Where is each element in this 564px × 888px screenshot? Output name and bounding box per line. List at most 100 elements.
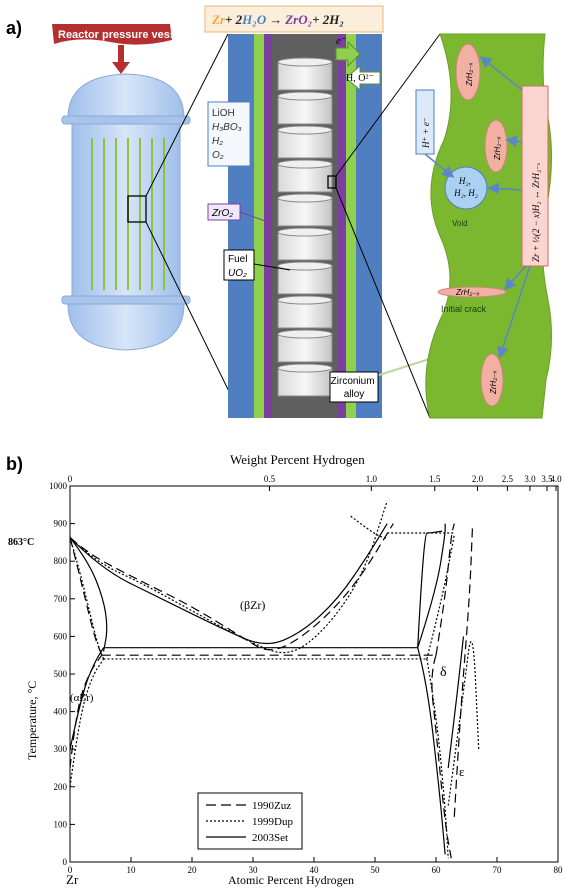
bottom-axis-title: Atomic Percent Hydrogen <box>228 873 354 887</box>
phase-boundary-1999Dup <box>426 534 455 660</box>
phase-boundary-2003Set <box>69 647 105 750</box>
y-axis-title: Temperature, °C <box>25 681 39 760</box>
x-tick-label: 40 <box>310 865 320 875</box>
zirconium-alloy-region <box>425 33 553 419</box>
hydrogen-oxygen-label: H, O²⁻ <box>346 73 374 84</box>
y-tick-label: 100 <box>54 819 68 829</box>
y-tick-label: 700 <box>54 594 68 604</box>
oxide-label: ZrO₂ <box>211 208 233 219</box>
zoom-box-cladding <box>327 175 337 189</box>
phase-boundary-2003Set <box>417 523 446 648</box>
y-tick-label: 600 <box>54 631 68 641</box>
svg-text:ZrH₂₋ₓ: ZrH₂₋ₓ <box>489 370 498 395</box>
phase-boundaries <box>69 500 480 859</box>
reaction-label: Zr + ½(2 − x)H₂ ↔ ZrH₂₋ₓ <box>531 162 541 262</box>
phase-boundary-2003Set <box>447 636 465 769</box>
top-tick-label: 3.0 <box>524 474 536 484</box>
hydride-top: ZrH₂₋ₓ <box>455 43 481 101</box>
y-tick-label: 0 <box>63 857 68 867</box>
fuel-pellet-top <box>277 363 333 373</box>
legend: 1990Zuz 1999Dup 2003Set <box>197 792 303 850</box>
reaction-arrows <box>479 56 531 359</box>
fuel-label: Fuel UO₂ <box>228 254 250 279</box>
phase-boundary-1999Dup <box>69 500 388 654</box>
phase-boundary-1999Dup <box>350 515 388 540</box>
panel-a-diagram: a) Reactor pressure vessel <box>6 5 553 419</box>
svg-text:ZrH₂₋ₓ: ZrH₂₋ₓ <box>455 288 480 297</box>
phase-boundary-2003Set <box>417 530 443 648</box>
void-bubble <box>444 166 488 210</box>
plot-frame <box>69 485 559 863</box>
fuel-pellet <box>277 333 333 363</box>
y-tick-label: 1000 <box>49 481 68 491</box>
legend-label-1990zuz: 1990Zuz <box>252 800 291 812</box>
phase-boundary-1990Zuz <box>435 523 455 656</box>
fuel-pellet <box>277 129 333 159</box>
phase-boundary-1990Zuz <box>69 523 394 651</box>
top-tick-label: 2.5 <box>502 474 514 484</box>
fuel-pellet <box>277 265 333 295</box>
coolant-chemistry: LiOH H₃BO₃ H₂ O₂ <box>212 108 244 161</box>
svg-text:ZrH₂₋ₓ: ZrH₂₋ₓ <box>493 136 502 161</box>
equation-box <box>204 5 384 33</box>
x-tick-label: 20 <box>188 865 198 875</box>
fuel-pellet-top <box>277 57 333 67</box>
legend-label-2003set: 2003Set <box>252 832 288 844</box>
top-tick-label: 3.5 <box>541 474 553 484</box>
hydride-middle: ZrH₂₋ₓ <box>484 119 508 173</box>
panel-b-label: b) <box>6 454 23 474</box>
phase-boundary-1999Dup <box>426 658 449 859</box>
x-tick-label: 30 <box>249 865 259 875</box>
void-gas: H₂, H₂, H₂ <box>453 176 478 198</box>
top-axis-title: Weight Percent Hydrogen <box>230 452 365 467</box>
eutectoid-temperature-label: 863°C <box>8 537 34 548</box>
zirconium-alloy-box <box>329 371 379 403</box>
phase-boundary-1990Zuz <box>453 523 474 817</box>
y-tick-label: 800 <box>54 556 68 566</box>
phase-boundary-1990Zuz <box>431 655 452 859</box>
top-tick-label: 4.0 <box>550 474 562 484</box>
vessel-banner <box>52 24 172 45</box>
y-tick-label: 300 <box>54 744 68 754</box>
crack-label: Initial crack <box>441 304 487 314</box>
svg-text:ZrH₂₋ₓ: ZrH₂₋ₓ <box>465 62 474 87</box>
fuel-pellet-top <box>277 193 333 203</box>
fuel-pellet <box>277 299 333 329</box>
top-tick-label: 1.5 <box>429 474 441 484</box>
electron-arrow <box>335 40 361 68</box>
phase-boundary-2003Set <box>417 647 446 855</box>
hydrogen-oxygen-arrow <box>345 64 381 92</box>
legend-label-1999dup: 1999Dup <box>252 816 293 828</box>
x-tick-label: 10 <box>127 865 137 875</box>
x-tick-label: 70 <box>493 865 503 875</box>
phase-delta-label: δ <box>440 665 447 680</box>
fuel-pellet <box>277 231 333 261</box>
x-tick-label: 60 <box>432 865 442 875</box>
fuel-pellet-top <box>277 261 333 271</box>
top-tick-label: 1.0 <box>366 474 378 484</box>
proton-label: H⁺ + e⁻ <box>421 117 431 149</box>
top-tick-label: 0 <box>68 474 73 484</box>
fuel-pellet-top <box>277 227 333 237</box>
phase-boundary-1999Dup <box>447 641 480 806</box>
fuel-pellet-top <box>277 159 333 169</box>
phase-boundary-2003Set <box>69 537 108 652</box>
fuel-pellet-top <box>277 125 333 135</box>
fuel-pellet <box>277 197 333 227</box>
fuel-box <box>223 249 255 281</box>
top-tick-label: 2.0 <box>472 474 484 484</box>
zoom-box-rod <box>127 195 147 223</box>
phase-beta-label: (βZr) <box>240 598 265 612</box>
void-label: Void <box>452 219 468 228</box>
zirconium-alloy-label: Zirconium alloy <box>331 376 378 400</box>
electron-label: e⁻ <box>336 35 347 47</box>
phase-boundary-1990Zuz <box>69 537 103 656</box>
x-tick-label: 50 <box>371 865 381 875</box>
x-tick-label: 0 <box>68 865 73 875</box>
fuel-pellet-top <box>277 329 333 339</box>
hydride-bottom: ZrH₂₋ₓ <box>480 353 504 407</box>
phase-boundary-1999Dup <box>69 537 105 660</box>
y-tick-label: 200 <box>54 782 68 792</box>
reaction-box <box>521 85 549 267</box>
